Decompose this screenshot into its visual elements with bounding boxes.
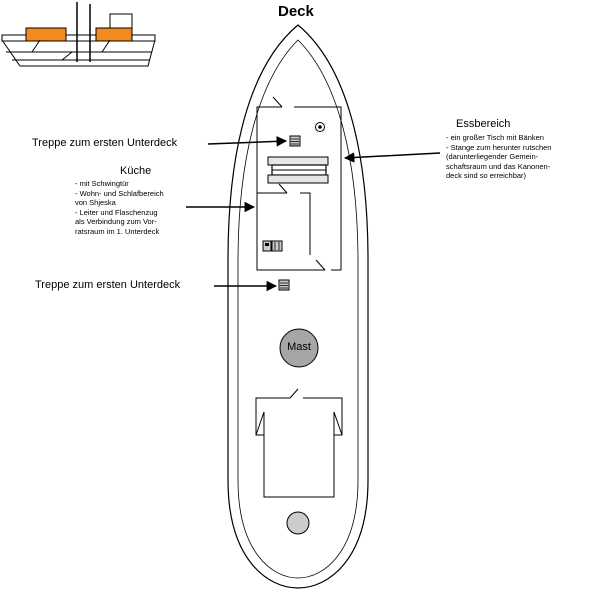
arrow-stairs-1 xyxy=(207,136,288,147)
rear-cabin xyxy=(255,388,343,498)
dining-item: deck sind so erreichbar) xyxy=(446,171,527,180)
stairs-label-1: Treppe zum ersten Unterdeck xyxy=(32,137,178,149)
stair-hatch-icon xyxy=(289,135,301,147)
dining-list: - ein großer Tisch mit Bänken - Stange z… xyxy=(446,133,551,181)
kitchen-item: - mit Schwingtür xyxy=(75,179,129,188)
porthole-icon xyxy=(315,122,325,132)
top-door xyxy=(272,96,283,108)
dining-item: (darunterliegender Gemein- xyxy=(446,152,539,161)
stair-hatch-icon xyxy=(278,279,290,291)
ship-side-view-icon xyxy=(1,2,156,67)
kitchen-item: ratsraum im 1. Unterdeck xyxy=(75,226,160,236)
kitchen-item: als Verbindung zum Vor- xyxy=(75,217,157,226)
dining-table xyxy=(267,156,329,184)
dining-item: - ein großer Tisch mit Bänken xyxy=(446,133,544,142)
dining-item: - Stange zum herunter rutschen xyxy=(446,142,552,152)
page-title: Deck xyxy=(278,3,314,20)
stairs-label-2: Treppe zum ersten Unterdeck xyxy=(35,279,181,291)
kitchen-item: - Wohn- und Schlafbereich xyxy=(75,188,164,198)
kitchen-partition xyxy=(300,192,311,255)
dining-item: schaftsraum und das Kanonen- xyxy=(446,161,551,171)
aft-hatch-icon xyxy=(286,511,310,535)
mast-label: Mast xyxy=(287,341,311,353)
arrow-dining xyxy=(343,152,441,163)
swing-door xyxy=(278,183,288,194)
kitchen-item: - Leiter und Flaschenzug xyxy=(75,207,158,217)
rear-cabin-door xyxy=(289,388,299,399)
deckhouse-wall-right xyxy=(294,106,342,271)
deckhouse-wall-left xyxy=(256,106,325,271)
bottom-door xyxy=(315,259,326,271)
mast-icon xyxy=(279,328,319,368)
kitchen-heading: Küche xyxy=(120,165,152,177)
cargo-left-icon xyxy=(25,27,67,42)
dining-heading: Essbereich xyxy=(456,118,511,130)
kitchen-item: von Shjeska xyxy=(75,198,116,207)
cabinet-icon xyxy=(262,240,283,252)
kitchen-list: - mit Schwingtür - Wohn- und Schlafberei… xyxy=(75,179,164,236)
